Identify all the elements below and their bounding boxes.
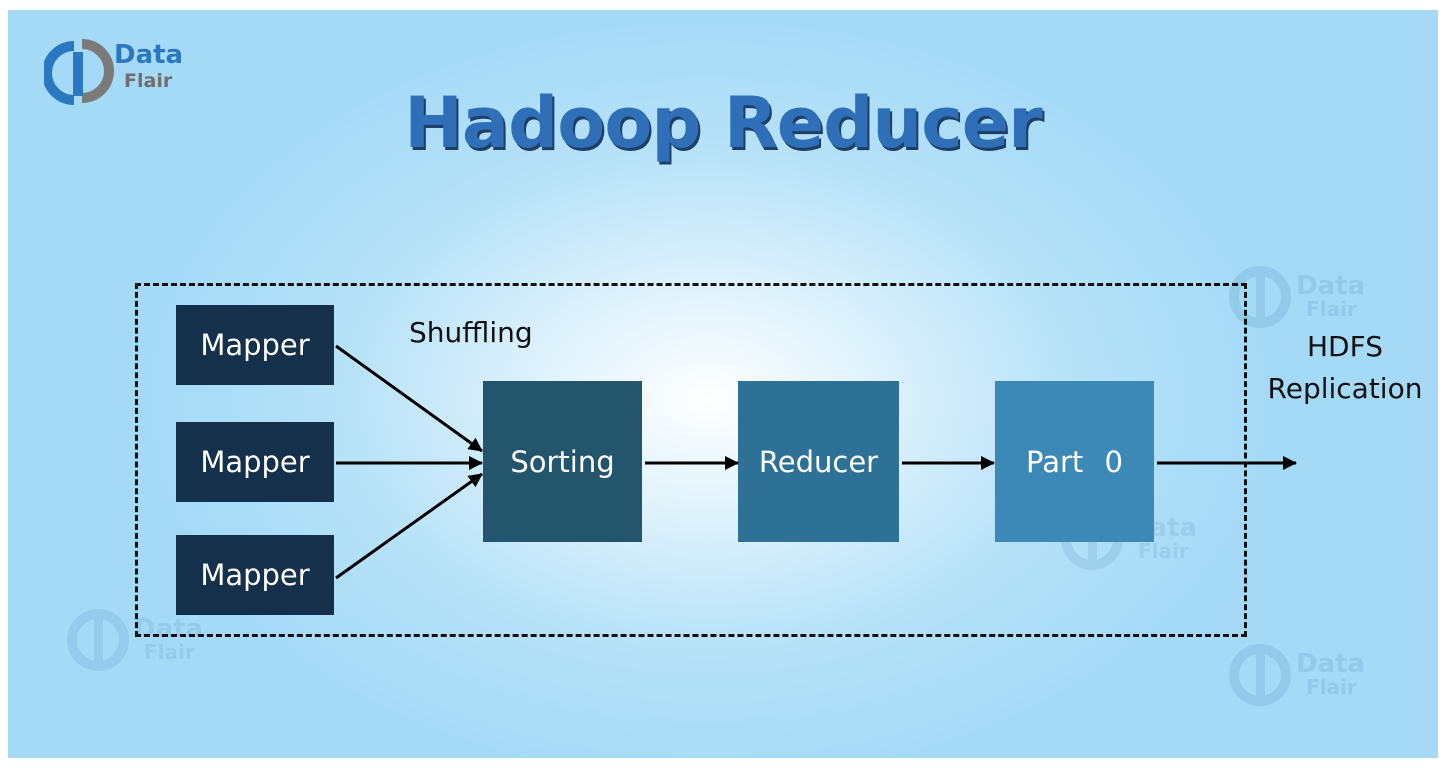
svg-text:Flair: Flair	[1306, 297, 1357, 321]
hdfs-label-line1: HDFS	[1306, 330, 1383, 363]
arrow-mapper3-to-sorting	[335, 472, 483, 580]
svg-text:Flair: Flair	[1138, 539, 1189, 563]
watermark-logo-1: Data Flair	[1229, 266, 1365, 328]
reducer-box: Reducer	[738, 381, 899, 542]
mapper-box-2: Mapper	[176, 422, 334, 502]
shuffling-label: Shuffling	[409, 316, 533, 349]
svg-text:Flair: Flair	[144, 640, 195, 664]
dataflair-logo: Data Flair	[44, 38, 194, 108]
hdfs-label-line2: Replication	[1267, 372, 1423, 405]
svg-text:Data: Data	[1296, 649, 1365, 679]
svg-text:Data: Data	[134, 614, 203, 644]
mapper-box-1: Mapper	[176, 305, 334, 385]
hdfs-replication-label: HDFS Replication	[1262, 326, 1428, 410]
svg-text:Data: Data	[1296, 271, 1365, 301]
arrow-mapper1-to-sorting	[335, 344, 483, 453]
reduce-phase-boundary	[135, 283, 1247, 637]
svg-text:Flair: Flair	[1306, 675, 1357, 699]
diagram-title: Hadoop Reducer	[404, 82, 1042, 164]
logo-text-flair: Flair	[124, 70, 173, 92]
logo-text-data: Data	[114, 40, 184, 70]
watermark-logo-4: Data Flair	[1229, 644, 1365, 706]
dataflair-logo-icon	[44, 39, 114, 105]
part-0-box: Part 0	[995, 381, 1154, 542]
watermark-logo-3: Data Flair	[67, 609, 203, 671]
sorting-box: Sorting	[483, 381, 642, 542]
mapper-box-3: Mapper	[176, 535, 334, 615]
